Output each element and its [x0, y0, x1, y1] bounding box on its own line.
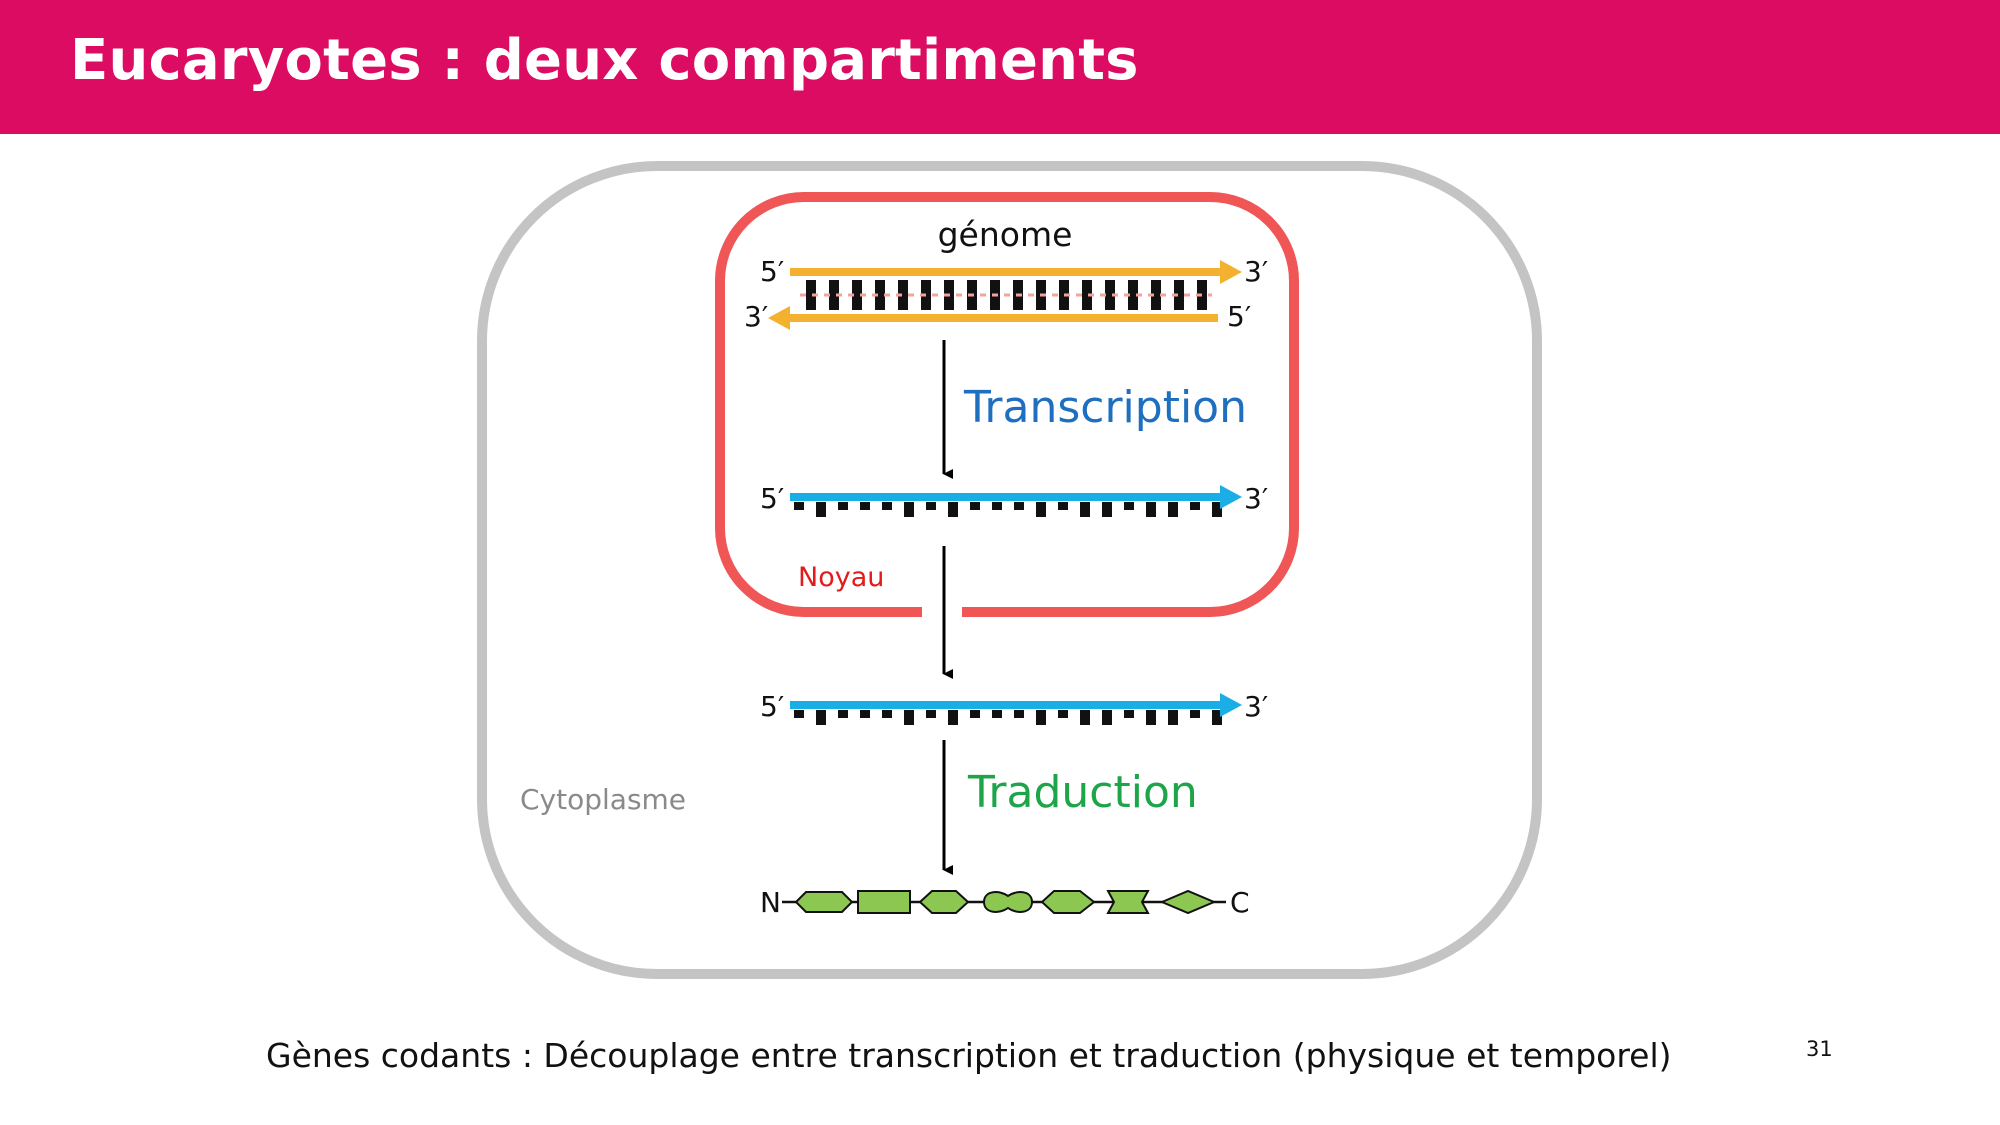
- mrna-cyto-bases: [794, 710, 1222, 725]
- nucleus-membrane: [715, 192, 1299, 617]
- dna-top-arrowhead: [1220, 260, 1242, 284]
- mrna-cyto-3prime-label: 3′: [1244, 690, 1268, 723]
- dna-bottom-5prime-label: 5′: [1227, 300, 1251, 333]
- mrna-cytoplasm: 5′ 3′: [760, 690, 1268, 725]
- protein-domain-1: [794, 891, 854, 913]
- mrna-nucleus-bases: [794, 502, 1222, 517]
- protein-domain-7: [1159, 889, 1217, 915]
- protein-domain-3: [918, 890, 970, 914]
- protein-chain: N C: [760, 886, 1250, 919]
- page-number: 31: [1806, 1037, 1833, 1061]
- mrna-cyto-5prime-label: 5′: [760, 690, 784, 723]
- mrna-cyto-arrowhead: [1220, 693, 1242, 717]
- transcription-label: Transcription: [963, 382, 1247, 433]
- mrna-nucleus-3prime-label: 3′: [1244, 482, 1268, 515]
- dna-top-3prime-label: 3′: [1244, 255, 1268, 288]
- mrna-nucleus: 5′ 3′: [760, 482, 1268, 517]
- dna-bottom-3prime-label: 3′: [744, 300, 768, 333]
- dna-double-helix: 5′ 3′ 3′ 5′: [744, 255, 1268, 333]
- protein-domain-4: [982, 891, 1034, 913]
- cytoplasme-label: Cytoplasme: [520, 783, 686, 816]
- dna-base-pairs: [800, 280, 1212, 310]
- mrna-nucleus-5prime-label: 5′: [760, 482, 784, 515]
- dna-top-5prime-label: 5′: [760, 255, 784, 288]
- title-banner: Eucaryotes : deux compartiments: [0, 0, 2000, 134]
- slide-caption: Gènes codants : Découplage entre transcr…: [266, 1036, 1672, 1075]
- protein-c-terminus-label: C: [1230, 886, 1250, 919]
- genome-label: génome: [938, 215, 1073, 254]
- traduction-label: Traduction: [967, 767, 1198, 818]
- protein-domain-2: [857, 890, 911, 914]
- protein-domain-6: [1106, 890, 1150, 914]
- dna-bottom-arrowhead: [768, 306, 790, 330]
- noyau-label: Noyau: [798, 562, 884, 593]
- protein-n-terminus-label: N: [760, 886, 781, 919]
- protein-domain-5: [1040, 890, 1096, 914]
- mrna-nucleus-arrowhead: [1220, 485, 1242, 509]
- slide-title: Eucaryotes : deux compartiments: [70, 28, 1139, 93]
- cell-membrane: [477, 161, 1542, 979]
